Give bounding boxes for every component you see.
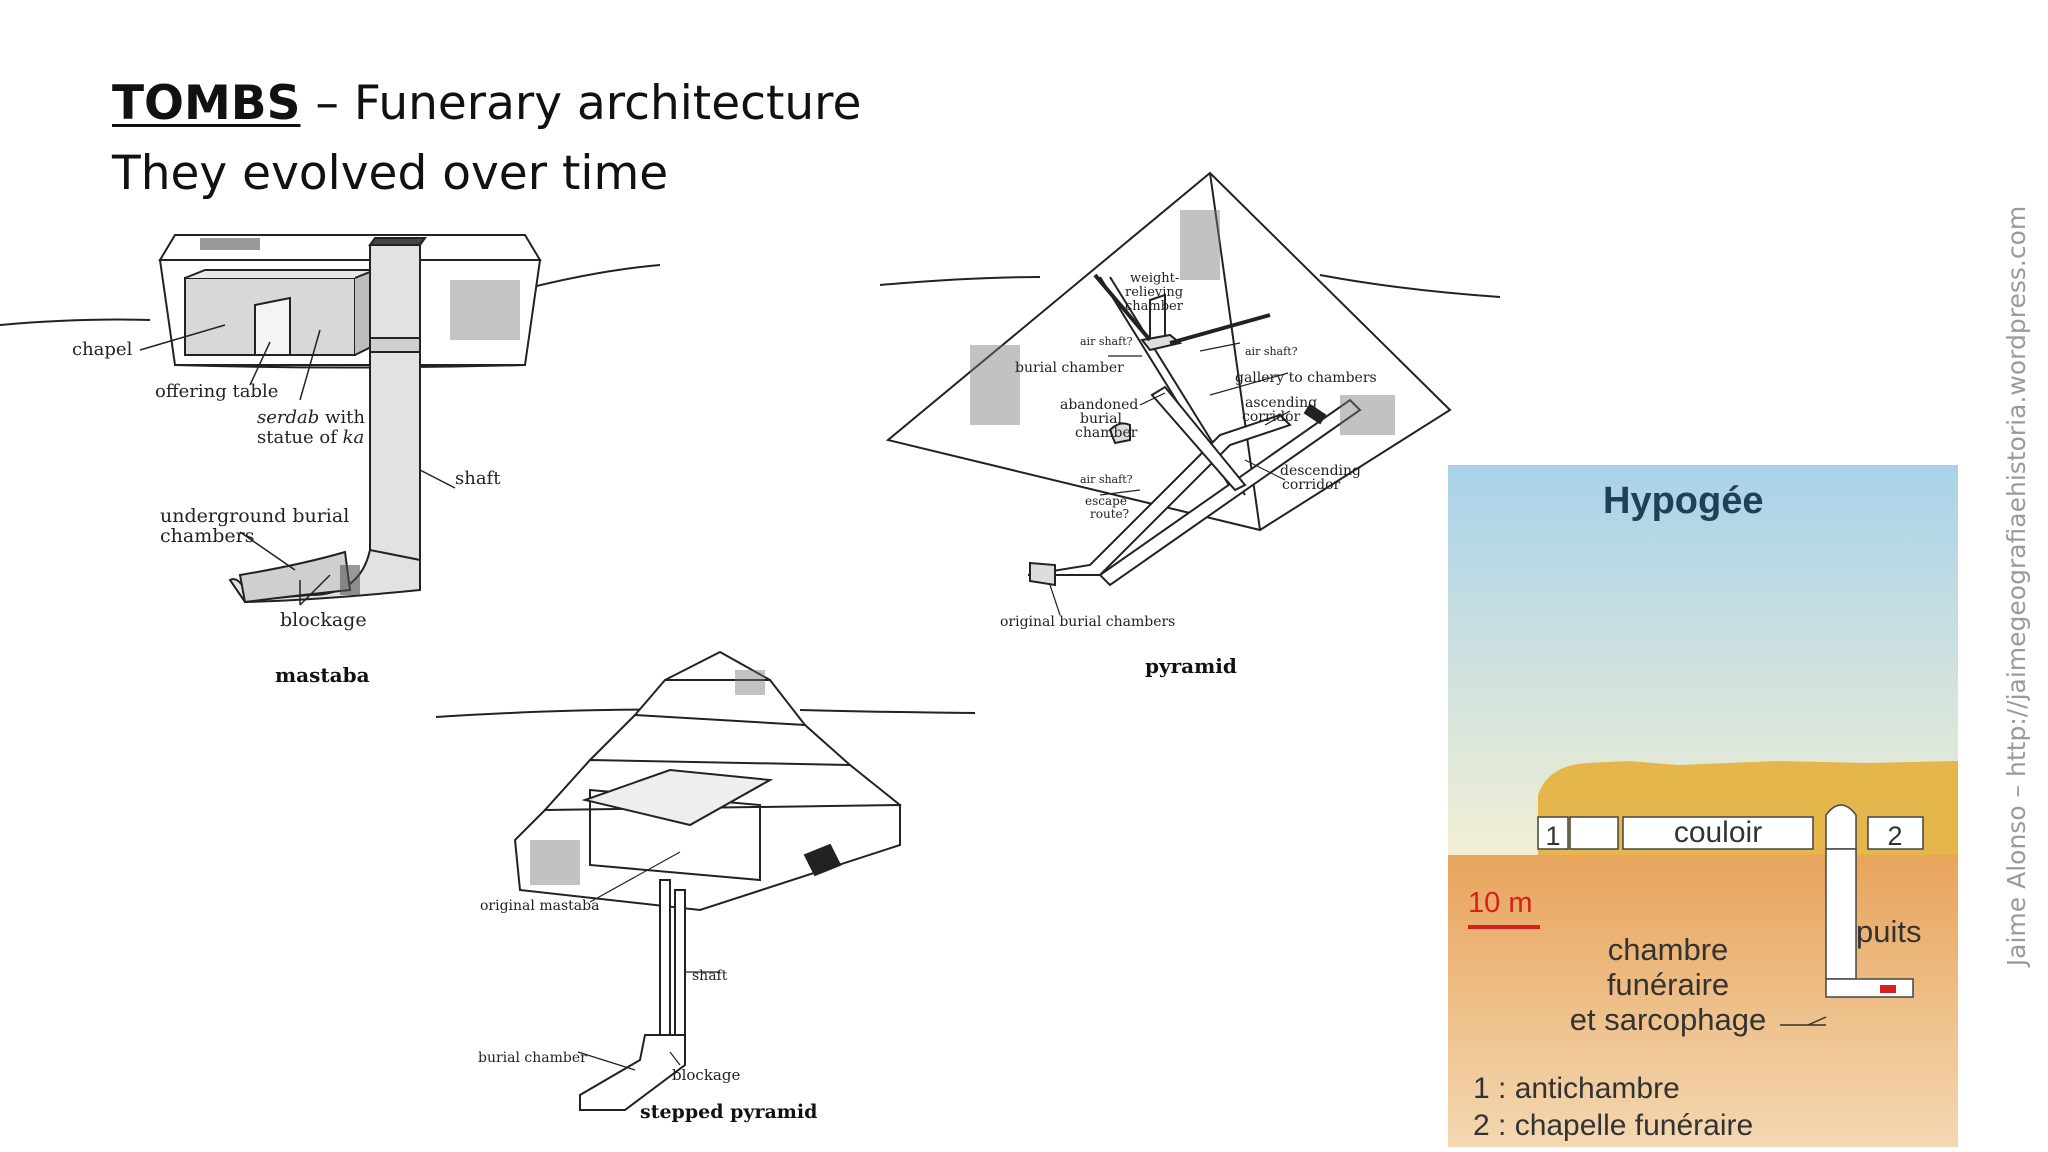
label-shaft-stepped: shaft <box>692 968 728 984</box>
label-weight-1: weight- <box>1130 271 1179 286</box>
label-escape-2: route? <box>1090 507 1129 521</box>
label-ascending-2: corridor <box>1242 409 1301 425</box>
hypogee-puits: puits <box>1856 914 1921 949</box>
caption-pyramid: pyramid <box>1145 654 1237 678</box>
hypogee-legend-2: 2 : chapelle funéraire <box>1473 1109 1753 1142</box>
label-ascending-1: ascending <box>1245 395 1317 411</box>
label-abandoned-1: abandoned <box>1060 397 1138 413</box>
label-burial-chamber-stepped: burial chamber <box>478 1050 587 1066</box>
label-descending-2: corridor <box>1282 477 1341 493</box>
label-original-burial: original burial chambers <box>1000 614 1175 630</box>
slide-subtitle: They evolved over time <box>112 146 669 201</box>
label-underground-1: underground burial <box>160 505 349 527</box>
label-blockage-stepped: blockage <box>672 1066 740 1084</box>
label-offering-table: offering table <box>155 381 278 402</box>
caption-stepped-pyramid: stepped pyramid <box>640 1101 817 1123</box>
label-serdab: serdab with <box>257 407 365 428</box>
mastaba-diagram: chapel offering table serdab with statue… <box>0 234 661 687</box>
stepped-pyramid-diagram: original mastaba shaft burial chamber bl… <box>435 650 976 1123</box>
label-statue-of-ka: statue of ka <box>257 427 364 448</box>
label-air-shaft-left: air shaft? <box>1080 335 1133 348</box>
label-underground-2: chambers <box>160 525 254 547</box>
author-credit: Jaime Alonso – http://jaimegeografiaehis… <box>2002 205 2031 967</box>
title-rest: – Funerary architecture <box>300 76 862 131</box>
label-blockage: blockage <box>280 609 367 631</box>
label-abandoned-2: burial <box>1080 411 1122 427</box>
label-chapel: chapel <box>72 339 133 360</box>
hypogee-scale: 10 m <box>1468 887 1532 919</box>
label-original-mastaba: original mastaba <box>480 898 599 914</box>
hypogee-chambre-3: et sarcophage <box>1570 1002 1766 1037</box>
title-tombs: TOMBS <box>112 76 301 131</box>
hypogee-title: Hypogée <box>1603 480 1763 522</box>
caption-mastaba: mastaba <box>275 663 370 687</box>
label-escape-1: escape <box>1085 494 1127 508</box>
label-abandoned-3: chamber <box>1075 425 1138 441</box>
label-air-shaft-low: air shaft? <box>1080 473 1133 486</box>
label-weight-3: chamber <box>1125 299 1184 314</box>
label-descending-1: descending <box>1280 463 1361 479</box>
hypogee-chambre-2: funéraire <box>1607 967 1729 1002</box>
label-weight-2: relieving <box>1125 285 1183 300</box>
slide-title: TOMBS – Funerary architecture <box>112 80 861 127</box>
hypogee-label-2: 2 <box>1887 821 1902 851</box>
hypogee-couloir: couloir <box>1674 816 1762 849</box>
label-shaft: shaft <box>455 468 501 489</box>
hypogee-diagram: Hypogée 1 couloir 2 10 m puits chambre f… <box>1448 465 1958 1147</box>
hypogee-label-1: 1 <box>1545 821 1560 851</box>
label-burial-chamber: burial chamber <box>1015 360 1124 376</box>
label-gallery: gallery to chambers <box>1235 370 1377 386</box>
label-air-shaft-right: air shaft? <box>1245 345 1298 358</box>
hypogee-legend-1: 1 : antichambre <box>1473 1072 1680 1105</box>
hypogee-chambre-1: chambre <box>1608 932 1729 967</box>
pyramid-diagram: weight- relieving chamber air shaft? air… <box>880 171 1501 678</box>
